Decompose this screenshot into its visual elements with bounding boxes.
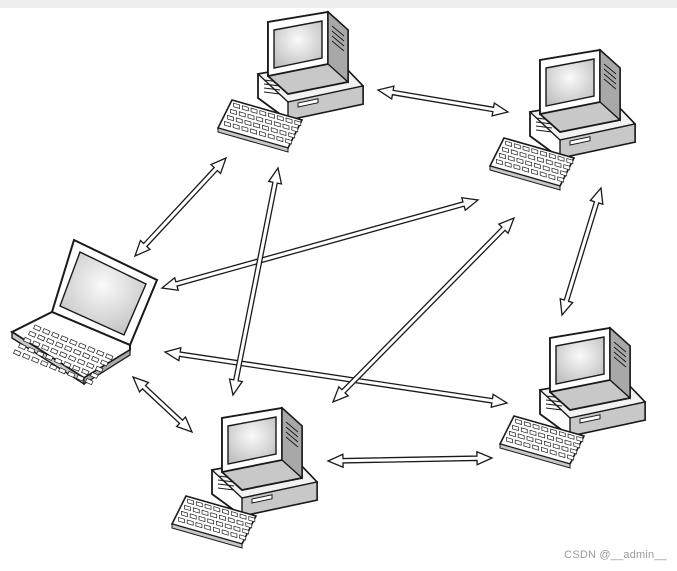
node-pc-top (216, 10, 365, 153)
desktop-computer-icon (170, 406, 319, 549)
node-pc-right-bottom (498, 326, 647, 469)
node-laptop (9, 238, 159, 386)
node-pc-bottom (170, 406, 319, 549)
arrow-pc-bottom-to-pc-right-bottom (326, 450, 494, 469)
arrow-pc-top-to-pc-right-top (376, 85, 510, 117)
desktop-computer-icon (216, 10, 365, 153)
arrow-pc-right-top-to-pc-bottom (331, 216, 516, 404)
arrow-laptop-to-pc-bottom (131, 375, 194, 434)
top-border (0, 0, 677, 8)
desktop-computer-icon (488, 48, 637, 191)
arrow-laptop-to-pc-right-top (160, 196, 480, 292)
arrow-pc-top-to-pc-bottom (228, 166, 283, 397)
desktop-computer-icon (498, 326, 647, 469)
arrow-pc-right-top-to-pc-right-bottom (559, 186, 604, 317)
node-pc-right-top (488, 48, 637, 191)
arrow-laptop-to-pc-right-bottom (163, 346, 509, 409)
arrow-laptop-to-pc-top (133, 156, 228, 258)
watermark: CSDN @__admin__ (564, 549, 667, 561)
laptop-icon (9, 238, 159, 386)
